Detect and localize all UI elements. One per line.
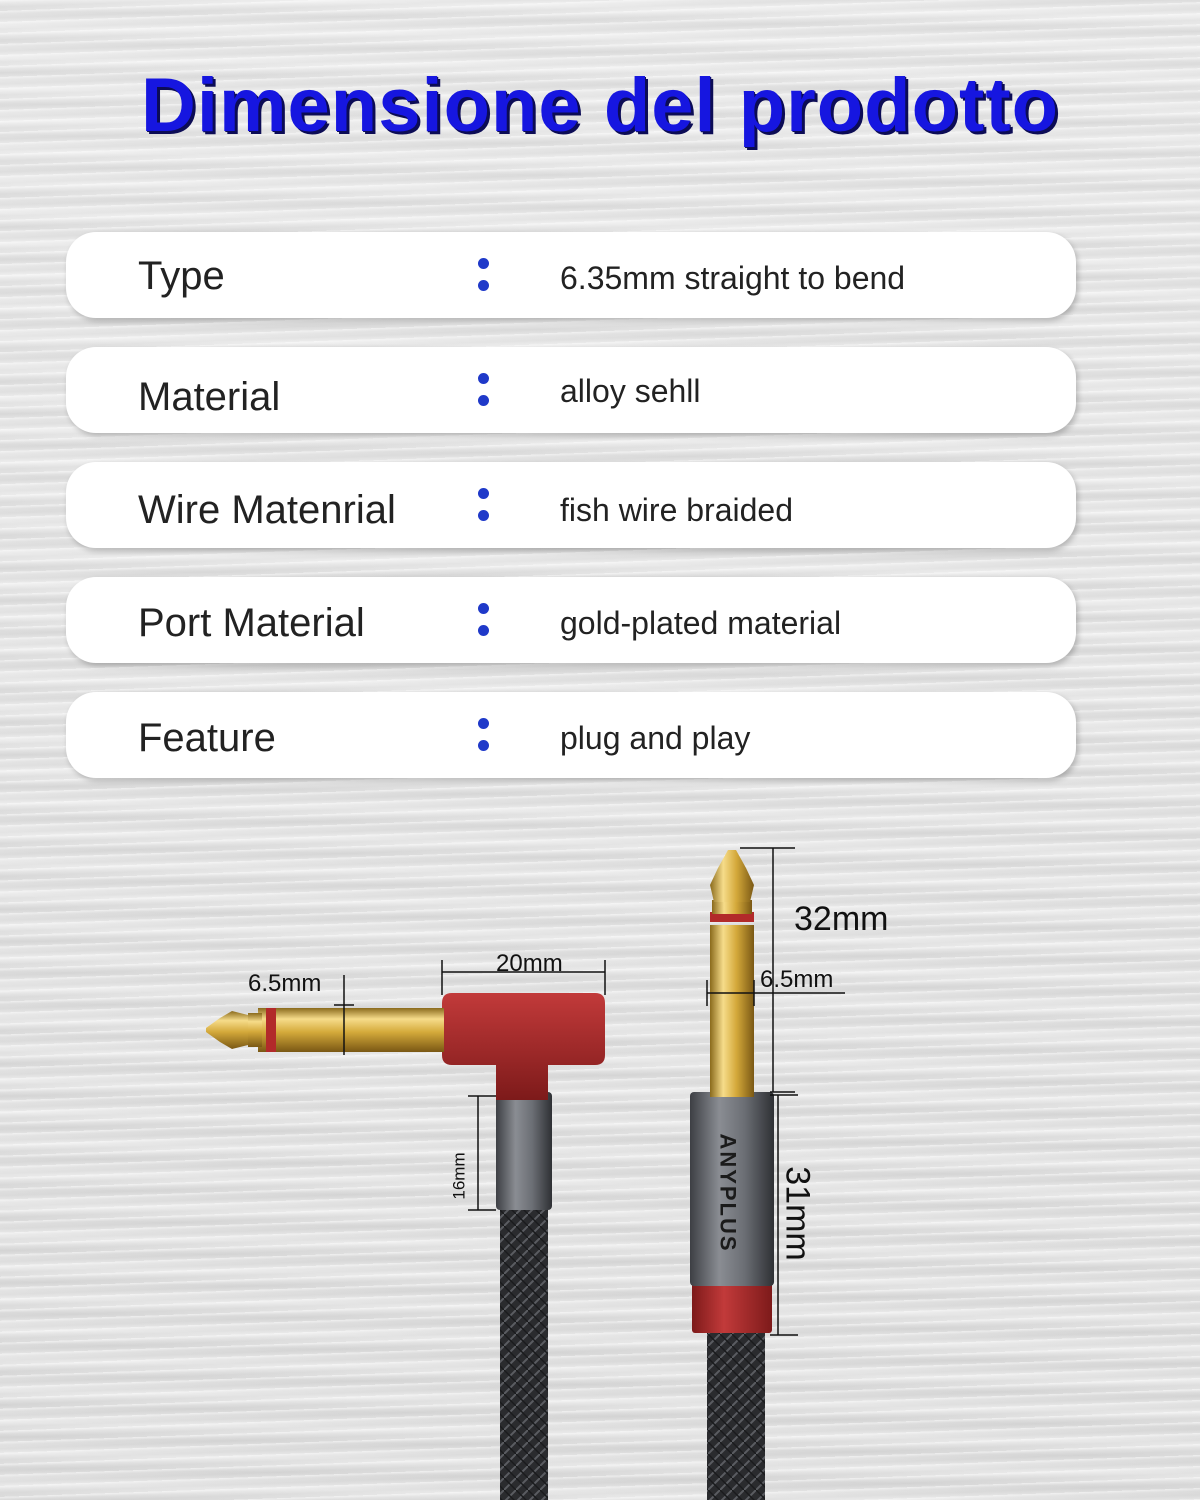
gold-shaft-left bbox=[258, 1008, 444, 1052]
spec-row-port-material: Port Material gold-plated material bbox=[66, 577, 1076, 663]
spec-row-feature: Feature plug and play bbox=[66, 692, 1076, 778]
spec-row-wire-material: Wire Matenrial fish wire braided bbox=[66, 462, 1076, 548]
dim-straight-body-length: 31mm bbox=[778, 1166, 817, 1261]
spec-value: fish wire braided bbox=[560, 492, 793, 528]
red-ring-right bbox=[710, 912, 754, 922]
red-elbow-head bbox=[442, 993, 605, 1100]
dim-angled-tip-diameter: 6.5mm bbox=[248, 970, 322, 997]
colon-icon bbox=[478, 484, 492, 524]
spec-row-type: Type 6.35mm straight to bend bbox=[66, 232, 1076, 318]
spec-row-material: Material alloy sehll bbox=[66, 347, 1076, 433]
dim-angled-sleeve-length: 16mm bbox=[449, 1152, 469, 1200]
grey-sleeve-left bbox=[496, 1092, 552, 1210]
dim-straight-tip-diameter: 6.5mm bbox=[760, 966, 834, 993]
straight-plug bbox=[690, 847, 845, 1500]
gold-shaft-right bbox=[710, 925, 754, 1097]
red-ring-left bbox=[266, 1008, 276, 1052]
dim-angled-head-width: 20mm bbox=[496, 950, 563, 977]
spec-label: Type bbox=[138, 254, 225, 298]
spec-label: Wire Matenrial bbox=[138, 488, 396, 532]
grey-body-right bbox=[690, 1092, 774, 1286]
dim-straight-pin-length: 32mm bbox=[794, 900, 889, 938]
spec-label: Port Material bbox=[138, 601, 365, 645]
colon-icon bbox=[478, 714, 492, 754]
colon-icon bbox=[478, 254, 492, 294]
braided-cable-left bbox=[500, 1205, 548, 1500]
gold-tip-right bbox=[710, 850, 754, 902]
spec-value: 6.35mm straight to bend bbox=[560, 260, 906, 296]
page-title: Dimensione del prodotto bbox=[140, 63, 1060, 148]
red-collar-right bbox=[692, 1278, 772, 1333]
spec-label: Feature bbox=[138, 716, 276, 760]
angled-plug bbox=[206, 960, 606, 1500]
colon-icon bbox=[478, 599, 492, 639]
spec-value: plug and play bbox=[560, 720, 751, 756]
brand-logo-text: ANYPLUS bbox=[715, 1133, 741, 1253]
braided-cable-right bbox=[707, 1320, 765, 1500]
spec-value: alloy sehll bbox=[560, 373, 701, 409]
spec-value: gold-plated material bbox=[560, 605, 842, 641]
product-illustration bbox=[206, 847, 845, 1500]
gold-tip-left bbox=[206, 1011, 248, 1049]
colon-icon bbox=[478, 369, 492, 409]
spec-label: Material bbox=[138, 375, 281, 419]
